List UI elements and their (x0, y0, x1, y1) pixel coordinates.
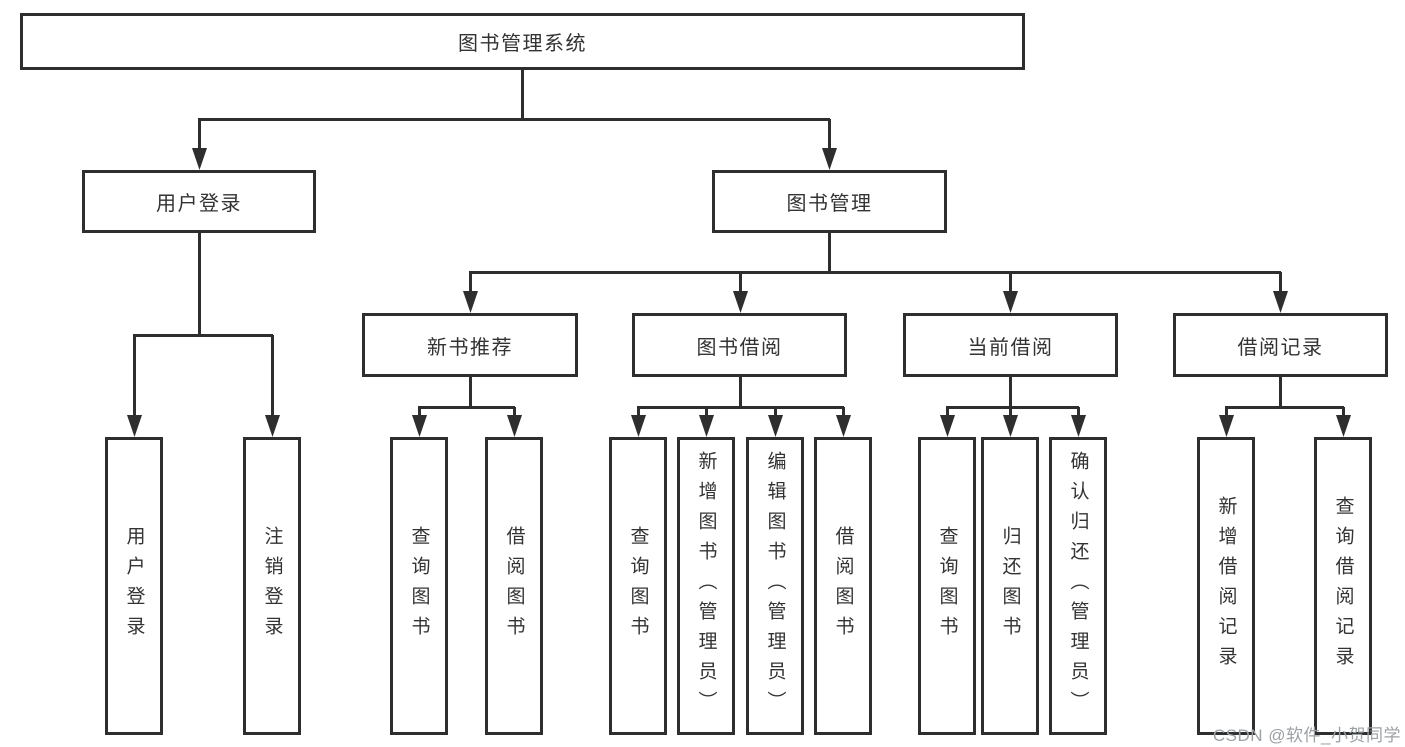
node-borrow-records: 借阅记录 (1173, 313, 1388, 377)
node-label: 用户登录 (123, 526, 145, 646)
node-leaf-query-book-3: 查询图书 (918, 437, 976, 735)
arrowhead-down-icon (507, 415, 522, 437)
connector-arrow-line (828, 119, 831, 152)
connector-arrow-line (637, 407, 640, 419)
connector-stem (739, 377, 742, 409)
connector-stem (828, 233, 831, 274)
node-current-borrow: 当前借阅 (903, 313, 1118, 377)
node-leaf-confirm-return: 确认归还（管理员） (1049, 437, 1107, 735)
node-label: 新书推荐 (427, 336, 513, 359)
connector-arrow-line (1009, 272, 1012, 295)
connector-arrow-line (133, 335, 136, 419)
connector-arrow-line (1279, 272, 1282, 295)
connector-arrow-line (198, 119, 201, 152)
node-root: 图书管理系统 (20, 13, 1025, 70)
arrowhead-down-icon (127, 415, 142, 437)
node-label: 归还图书 (999, 526, 1021, 646)
connector-arrow-line (1009, 407, 1012, 419)
node-leaf-query-record: 查询借阅记录 (1314, 437, 1372, 735)
arrowhead-down-icon (1003, 415, 1018, 437)
node-new-book-rec: 新书推荐 (362, 313, 578, 377)
arrowhead-down-icon (412, 415, 427, 437)
node-leaf-return-book: 归还图书 (981, 437, 1039, 735)
connector-bus (946, 406, 1079, 409)
connector-arrow-line (842, 407, 845, 419)
connector-arrow-line (513, 407, 516, 419)
arrowhead-down-icon (265, 415, 280, 437)
connector-bus (418, 406, 515, 409)
arrowhead-down-icon (463, 291, 478, 313)
connector-stem (1009, 377, 1012, 409)
connector-bus (469, 271, 1281, 274)
node-label: 当前借阅 (967, 336, 1054, 359)
connector-bus (1225, 406, 1344, 409)
arrowhead-down-icon (733, 291, 748, 313)
watermark: CSDN @软件_小贺同学 (1212, 726, 1401, 745)
node-label: 借阅图书 (832, 526, 854, 646)
connector-arrow-line (469, 272, 472, 295)
connector-arrow-line (705, 407, 708, 419)
arrowhead-down-icon (1219, 415, 1234, 437)
node-book-mgmt: 图书管理 (712, 170, 947, 233)
connector-arrow-line (1077, 407, 1080, 419)
arrowhead-down-icon (699, 415, 714, 437)
node-label: 新增图书（管理员） (695, 451, 717, 721)
node-label: 图书借阅 (696, 336, 783, 359)
arrowhead-down-icon (1071, 415, 1086, 437)
node-label: 借阅图书 (503, 526, 525, 646)
node-leaf-borrow-book-2: 借阅图书 (814, 437, 872, 735)
node-label: 用户登录 (156, 193, 242, 215)
node-label: 确认归还（管理员） (1067, 451, 1089, 721)
connector-arrow-line (774, 407, 777, 419)
connector-arrow-line (271, 335, 274, 419)
connector-arrow-line (418, 407, 421, 419)
arrowhead-down-icon (822, 148, 837, 170)
arrowhead-down-icon (1273, 291, 1288, 313)
arrowhead-down-icon (1336, 415, 1351, 437)
connector-bus (133, 334, 273, 337)
node-leaf-edit-book: 编辑图书（管理员） (746, 437, 804, 735)
arrowhead-down-icon (836, 415, 851, 437)
node-label: 查询借阅记录 (1332, 496, 1354, 676)
node-label: 图书管理 (786, 193, 873, 215)
connector-stem (198, 233, 201, 337)
node-leaf-add-record: 新增借阅记录 (1197, 437, 1255, 735)
connector-stem (469, 377, 472, 409)
node-label: 新增借阅记录 (1215, 496, 1237, 676)
connector-arrow-line (1342, 407, 1345, 419)
node-label: 查询图书 (936, 526, 958, 646)
arrowhead-down-icon (768, 415, 783, 437)
node-leaf-add-book: 新增图书（管理员） (677, 437, 735, 735)
node-leaf-logout: 注销登录 (243, 437, 301, 735)
connector-bus (637, 406, 844, 409)
connector-bus (198, 118, 830, 121)
arrowhead-down-icon (192, 148, 207, 170)
node-book-borrow: 图书借阅 (632, 313, 847, 377)
arrowhead-down-icon (1003, 291, 1018, 313)
connector-arrow-line (1225, 407, 1228, 419)
arrowhead-down-icon (631, 415, 646, 437)
connector-arrow-line (739, 272, 742, 295)
node-label: 查询图书 (627, 526, 649, 646)
connector-arrow-line (946, 407, 949, 419)
node-leaf-borrow-book-1: 借阅图书 (485, 437, 543, 735)
node-leaf-user-login: 用户登录 (105, 437, 163, 735)
arrowhead-down-icon (940, 415, 955, 437)
node-label: 借阅记录 (1237, 336, 1324, 359)
node-label: 注销登录 (261, 526, 283, 646)
connector-stem (1279, 377, 1282, 409)
node-user-login: 用户登录 (82, 170, 316, 233)
node-label: 查询图书 (408, 526, 430, 646)
node-label: 图书管理系统 (458, 33, 587, 55)
connector-stem (521, 70, 524, 121)
node-label: 编辑图书（管理员） (764, 451, 786, 721)
node-leaf-query-book-1: 查询图书 (390, 437, 448, 735)
node-leaf-query-book-2: 查询图书 (609, 437, 667, 735)
